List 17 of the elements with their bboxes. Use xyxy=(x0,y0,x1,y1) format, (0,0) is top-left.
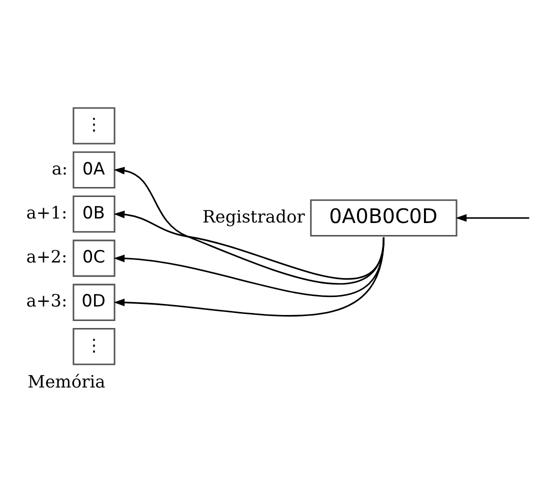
node-label: a: xyxy=(52,159,68,180)
node-box: 0A0B0C0D xyxy=(310,199,458,237)
node-box: 0C xyxy=(72,240,116,277)
node-box: 0B xyxy=(72,196,116,233)
arrow xyxy=(456,214,530,222)
arrow xyxy=(114,166,384,284)
node-label: Registrador xyxy=(202,207,305,228)
node-box: 0A xyxy=(72,151,116,189)
node-box: 0D xyxy=(72,284,116,321)
node-label: a+1: xyxy=(26,203,68,224)
node-box: ⋮ xyxy=(72,328,116,366)
node-box: ⋮ xyxy=(72,107,116,144)
arrow xyxy=(114,210,384,280)
arrow xyxy=(114,237,384,316)
node-label: a+2: xyxy=(26,248,68,268)
node-label: a+3: xyxy=(26,292,68,312)
label: Memória xyxy=(28,372,106,392)
